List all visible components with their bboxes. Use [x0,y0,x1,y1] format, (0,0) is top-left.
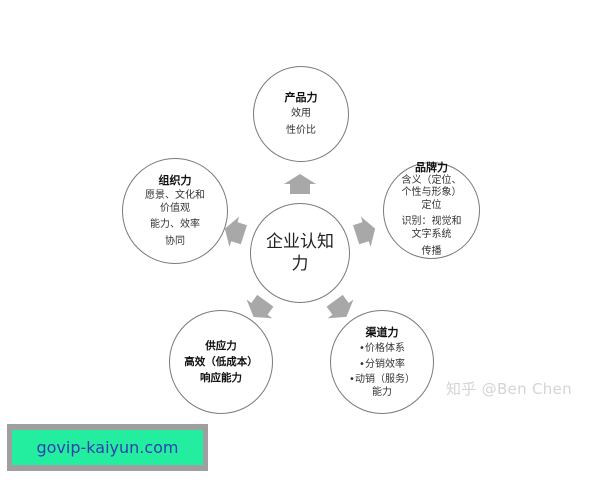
arrow-bottom-left-icon [246,294,274,319]
center-label: 企业认知力 [266,232,334,274]
brand-line: 含义（定位、 [401,175,462,186]
brand-line: 定位 [421,200,442,211]
supply-line: 高效（低成本） [184,356,258,368]
brand-title: 品牌力 [415,161,448,174]
channel-line: •动销（服务） [349,374,415,385]
product-line: 性价比 [286,124,316,136]
organization-title: 组织力 [158,174,192,187]
organization-line: 能力、效率 [150,219,200,230]
organization-circle: 组织力 愿景、文化和 价值观 能力、效率 协同 [122,158,228,264]
organization-line: 价值观 [160,203,190,214]
arrow-right-icon [353,216,376,247]
promo-banner-text[interactable]: govip-kaiyun.com [12,430,203,465]
channel-title: 渠道力 [365,326,399,339]
brand-line: 传播 [421,246,442,257]
brand-line: 个性与形象） [401,187,462,198]
supply-line: 响应能力 [200,372,242,384]
organization-line: 协同 [165,236,185,247]
promo-banner[interactable]: govip-kaiyun.com [7,424,208,471]
brand-line: 识别：视觉和 [401,216,462,227]
brand-line: 文字系统 [411,229,452,240]
product-circle: 产品力 效用 性价比 [253,66,349,162]
channel-line: •分销效率 [359,359,405,370]
supply-title: 供应力 [205,340,237,352]
channel-line: 能力 [372,387,392,398]
center-circle: 企业认知力 [250,203,350,303]
supply-circle: 供应力 高效（低成本） 响应能力 [169,310,273,414]
product-line: 效用 [291,107,311,119]
organization-line: 愿景、文化和 [145,190,205,201]
arrow-bottom-right-icon [326,294,354,319]
arrow-left-icon [224,216,247,247]
brand-circle: 品牌力 含义（定位、 个性与形象） 定位 识别：视觉和 文字系统 传播 [383,161,480,259]
product-title: 产品力 [284,90,318,104]
channel-line: •价格体系 [359,343,405,354]
channel-circle: 渠道力 •价格体系 •分销效率 •动销（服务） 能力 [330,310,434,414]
arrow-up-icon [284,174,316,194]
watermark: 知乎 @Ben Chen [446,380,572,398]
